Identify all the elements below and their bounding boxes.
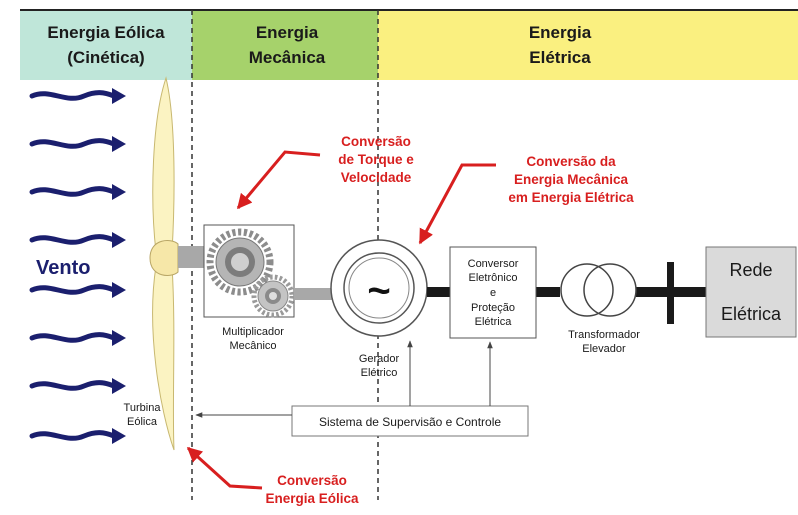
busbar [667, 262, 674, 324]
generator-symbol: ~ [367, 269, 390, 313]
annotation-mech-elec-line2: Energia Mecânica [514, 172, 629, 187]
converter-label-line3: e [490, 287, 496, 299]
annotation-torque-line2: de Torque e [338, 152, 414, 167]
grid-label-line2: Elétrica [721, 304, 782, 324]
control-system-box [291, 405, 529, 437]
small-gear-icon [251, 274, 295, 318]
gearbox-label-line1: Multiplicador [222, 326, 284, 338]
transformer-label-line1: Transformador [568, 329, 640, 341]
large-gear-icon [206, 228, 274, 296]
annotation-torque-arrow [236, 150, 321, 210]
wind-arrow-icon [29, 378, 126, 394]
annotation-mech-elec-line1: Conversão da [526, 154, 616, 169]
wind-arrow-icon [29, 136, 126, 152]
grid-box [705, 246, 797, 338]
grid-label-line1: Rede [729, 260, 772, 280]
turbine-label-line1: Turbina [124, 402, 162, 414]
band-eletrica [378, 10, 798, 80]
annotation-torque-line1: Conversão [341, 134, 411, 149]
band-eolica [20, 10, 192, 80]
header-eletrica-line2: Elétrica [529, 48, 591, 67]
generator-label-line2: Elétrico [361, 367, 398, 379]
header-eolica-line2: (Cinética) [67, 48, 144, 67]
annotation-wind-conv-arrow [186, 446, 263, 490]
wind-arrow-icon [29, 330, 126, 346]
gearbox-label-line2: Mecânico [229, 340, 276, 352]
generator-label-line1: Gerador [359, 353, 400, 365]
band-mecanica [192, 10, 378, 80]
converter-label-line4: Proteção [471, 302, 515, 314]
header-eletrica-line1: Energia [529, 23, 592, 42]
transformer-label-line2: Elevador [582, 343, 626, 355]
converter-label-line5: Elétrica [475, 316, 513, 328]
wind-arrows [29, 88, 126, 444]
line-converter-transformer [536, 287, 560, 297]
wind-arrow-icon [29, 184, 126, 200]
annotation-wind-conv-line1: Conversão [277, 473, 347, 488]
turbine-blades-icon [152, 76, 175, 451]
wind-arrow-icon [29, 232, 126, 248]
wind-label: Vento [36, 257, 90, 279]
transformer-icon [560, 263, 637, 317]
header-eolica-line1: Energia Eólica [47, 23, 165, 42]
wind-arrow-icon [29, 428, 126, 444]
generator-icon [330, 239, 428, 337]
annotation-torque-line3: Velocidade [341, 170, 412, 185]
turbine-label-line2: Eólica [127, 416, 158, 428]
wind-arrow-icon [29, 282, 126, 298]
converter-box [449, 246, 537, 339]
high-speed-shaft [294, 288, 334, 300]
line-generator-converter [427, 287, 450, 297]
rotor-hub-icon [149, 240, 179, 276]
annotation-mech-elec-arrow [418, 163, 496, 245]
annotation-wind-conv-line2: Energia Eólica [265, 491, 359, 506]
converter-label-line1: Conversor [468, 258, 519, 270]
annotation-mech-elec-line3: em Energia Elétrica [508, 190, 634, 205]
header-bands [20, 9, 798, 80]
low-speed-shaft [178, 246, 204, 268]
header-mecanica-line1: Energia [256, 23, 319, 42]
header-mecanica-line2: Mecânica [249, 48, 326, 67]
converter-label-line2: Eletrônico [469, 272, 518, 284]
wind-arrow-icon [29, 88, 126, 104]
control-system-label: Sistema de Supervisão e Controle [319, 415, 501, 429]
